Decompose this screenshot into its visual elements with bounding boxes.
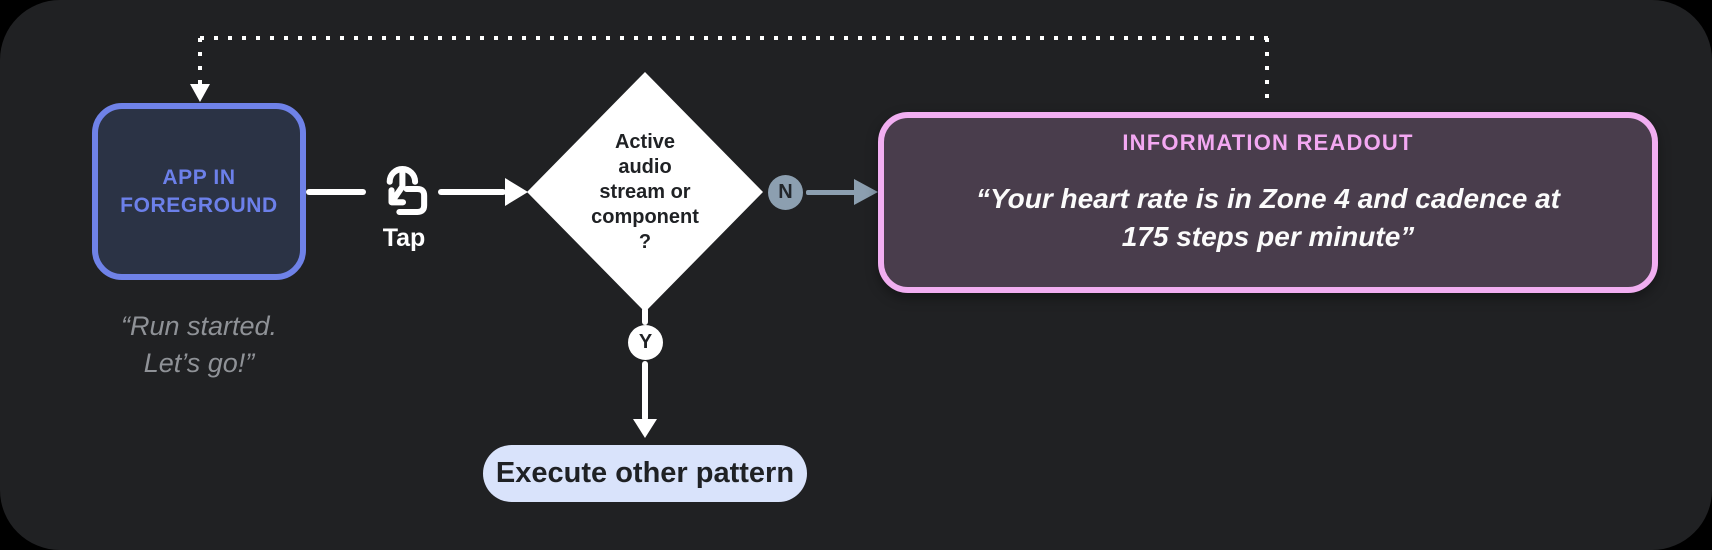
node-execute-other-pattern: Execute other pattern <box>483 445 807 502</box>
readout-quote-line2: 175 steps per minute” <box>1121 221 1415 252</box>
readout-quote-line1: “Your heart rate is in Zone 4 and cadenc… <box>975 183 1561 214</box>
caption-line2: Let’s go!” <box>143 348 255 378</box>
app-state-caption: “Run started. Let’s go!” <box>60 308 338 382</box>
node-app-in-foreground: APP IN FOREGROUND <box>92 103 306 280</box>
decision-line4: component <box>591 205 699 228</box>
flow-line-app-to-tap <box>306 189 366 195</box>
decision-line5: ? <box>638 230 652 253</box>
flow-line-decision-to-yes <box>642 307 648 325</box>
diamond-shape <box>527 72 763 312</box>
caption-line1: “Run started. <box>120 311 278 341</box>
app-state-label-line2: FOREGROUND <box>120 193 278 217</box>
dotted-connector-right-vertical <box>1265 38 1269 108</box>
flow-arrowhead-into-pattern-icon <box>633 419 657 438</box>
node-decision-diamond: Active audio stream or component ? <box>527 72 763 312</box>
dotted-connector-horizontal <box>200 36 1268 40</box>
flow-line-yes-to-pattern <box>642 361 648 421</box>
flow-arrowhead-into-readout-icon <box>854 179 878 205</box>
tap-label: Tap <box>382 224 426 252</box>
decision-label: Active audio stream or component ? <box>527 72 763 312</box>
flow-line-tap-to-decision <box>438 189 506 195</box>
decision-line3: stream or <box>599 180 691 203</box>
decision-line2: audio <box>618 155 672 178</box>
readout-quote: “Your heart rate is in Zone 4 and cadenc… <box>884 180 1652 256</box>
tap-gesture-icon <box>386 166 428 215</box>
app-state-label-line1: APP IN <box>162 165 236 189</box>
flow-arrowhead-into-decision-icon <box>505 178 528 206</box>
readout-title: INFORMATION READOUT <box>1122 130 1414 155</box>
dotted-connector-arrowhead-icon <box>190 84 210 102</box>
node-information-readout: INFORMATION READOUT “Your heart rate is … <box>878 112 1658 293</box>
flow-line-no-to-readout <box>806 190 856 195</box>
branch-no-badge: N <box>768 175 803 210</box>
dotted-connector-left-vertical <box>198 38 202 84</box>
branch-yes-badge: Y <box>628 325 663 360</box>
decision-line1: Active <box>614 130 676 153</box>
